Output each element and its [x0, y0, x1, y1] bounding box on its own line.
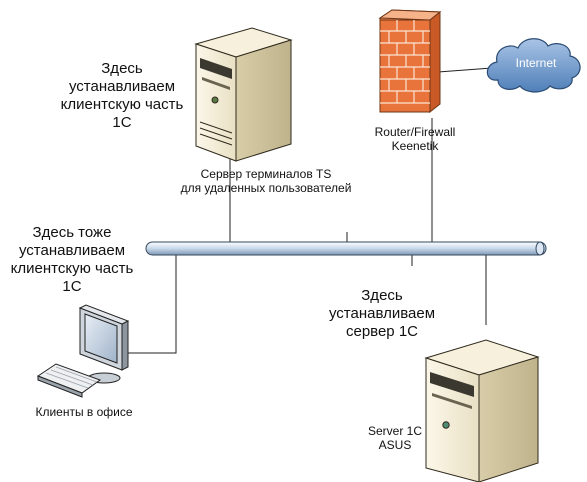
- office-client-caption: Клиенты в офисе: [35, 405, 133, 419]
- internet-label: Internet: [515, 56, 557, 70]
- caption-line: Server 1C: [367, 424, 423, 438]
- office-client-note: Здесь тоже устанавливаем клиентскую част…: [2, 224, 142, 296]
- note-line: устанавливаем: [68, 78, 176, 95]
- terminal-server-note: Здесь устанавливаем клиентскую часть 1С: [52, 60, 192, 132]
- note-line: клиентскую часть: [10, 260, 134, 277]
- firewall-icon: [378, 9, 442, 114]
- note-line: Здесь тоже: [32, 224, 112, 241]
- office-client-link: [128, 255, 177, 354]
- caption-line: Сервер терминалов TS: [200, 167, 332, 181]
- note-line: сервер 1С: [345, 323, 418, 340]
- router-internet-link: [437, 67, 493, 73]
- router-caption: Router/Firewall Keenetik: [350, 125, 480, 154]
- server-1c-caption: Server 1C ASUS: [350, 424, 440, 453]
- server-1c-note: Здесь устанавливаем сервер 1С: [312, 287, 452, 341]
- note-line: Здесь: [101, 60, 143, 77]
- caption-line: ASUS: [378, 438, 412, 453]
- note-line: устанавливаем: [18, 242, 126, 259]
- server-1c-icon: [424, 339, 540, 482]
- note-line: устанавливаем: [328, 305, 436, 322]
- office-client-icon: [36, 304, 130, 398]
- internet-cloud-icon: [486, 38, 581, 93]
- connection-lines: [128, 67, 493, 354]
- note-line: 1С: [112, 114, 132, 131]
- note-line: Здесь: [361, 287, 403, 304]
- caption-line: для удаленных пользователей: [180, 181, 352, 196]
- note-line: 1С: [62, 278, 82, 295]
- terminal-server-icon: [194, 27, 293, 162]
- terminal-server-caption: Сервер терминалов TS для удаленных польз…: [166, 167, 366, 196]
- caption-line: Keenetik: [391, 139, 439, 154]
- note-line: клиентскую часть: [60, 96, 184, 113]
- network-bus: [145, 241, 547, 256]
- caption-line: Router/Firewall: [374, 125, 456, 139]
